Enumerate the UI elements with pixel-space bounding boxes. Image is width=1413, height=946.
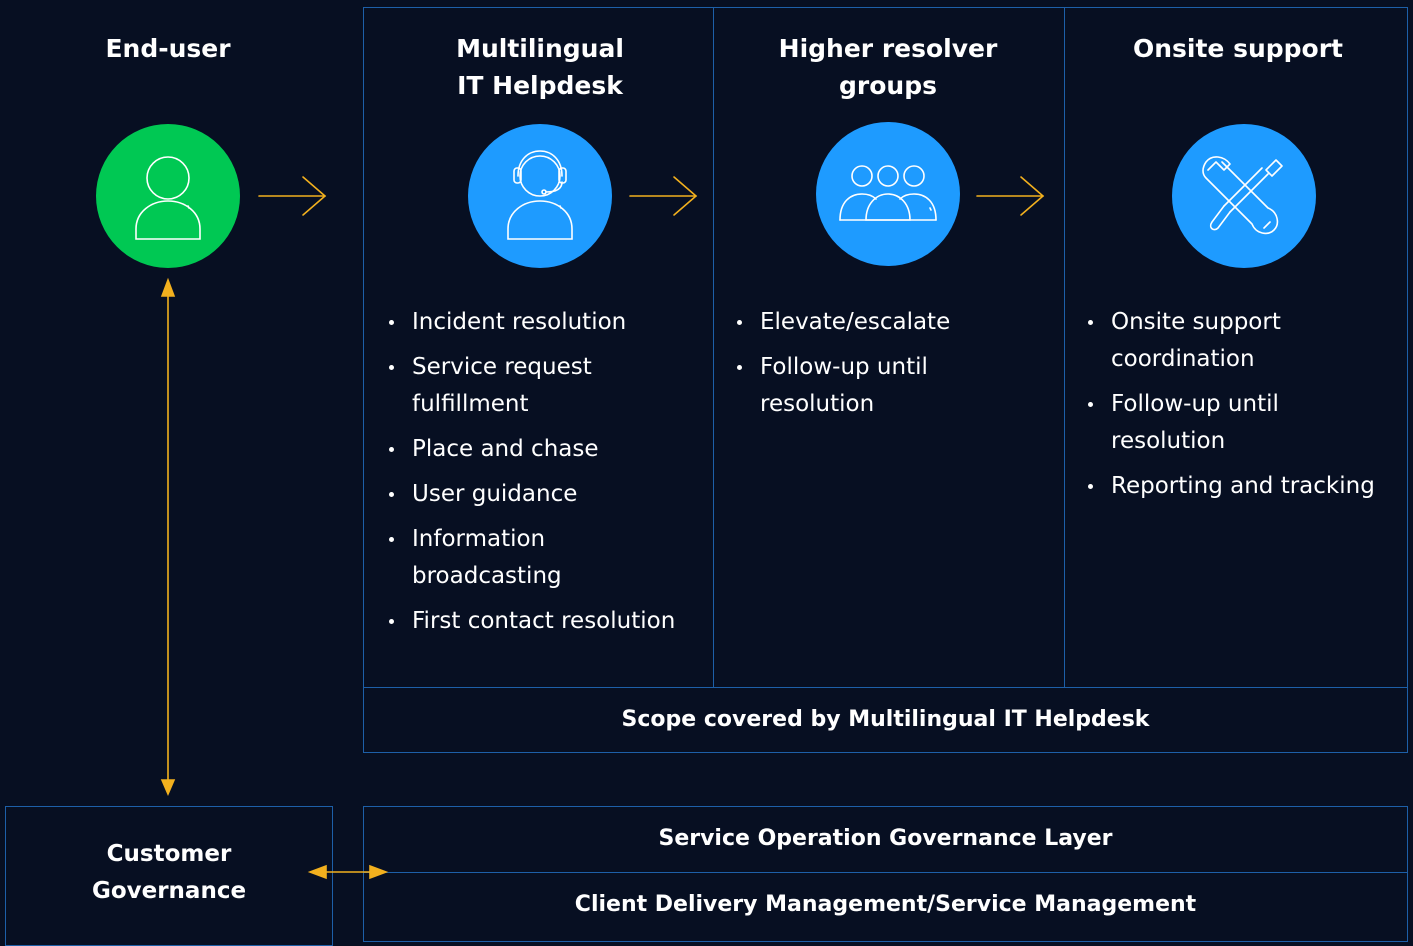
bullet-line: fulfillment <box>412 391 529 417</box>
bullet-line: Elevate/escalate <box>760 309 951 335</box>
bullet-line: Place and chase <box>412 436 599 462</box>
helpdesk-title: Multilingual IT Helpdesk <box>365 30 715 104</box>
list-item: Incident resolution <box>389 304 709 341</box>
list-item: First contact resolution <box>389 603 709 640</box>
list-item: Onsite support coordination <box>1088 304 1406 378</box>
helpdesk-title-line2: IT Helpdesk <box>457 71 623 100</box>
bullet-line: Follow-up until <box>1111 391 1279 417</box>
resolver-title-line2: groups <box>839 71 937 100</box>
user-icon <box>96 124 240 268</box>
onsite-circle <box>1172 124 1316 268</box>
helpdesk-circle <box>468 124 612 268</box>
bullet-line: User guidance <box>412 481 578 507</box>
onsite-title: Onsite support <box>1132 34 1344 63</box>
customer-governance-label: Customer Governance <box>5 836 333 910</box>
bullet-line: Onsite support <box>1111 309 1281 335</box>
service-operation-label: Service Operation Governance Layer <box>658 826 1113 851</box>
arrow-enduser-to-governance <box>160 277 176 797</box>
bullet-line: resolution <box>1111 428 1226 454</box>
bullet-line: Service request <box>412 354 592 380</box>
bullet-line: broadcasting <box>412 563 562 589</box>
list-item: Follow-up until resolution <box>1088 386 1406 460</box>
group-icon <box>816 122 960 266</box>
scope-box <box>363 687 1408 753</box>
resolver-circle <box>816 122 960 266</box>
list-item: Elevate/escalate <box>737 304 1057 341</box>
bullet-line: coordination <box>1111 346 1255 372</box>
client-delivery-label: Client Delivery Management/Service Manag… <box>574 892 1197 917</box>
list-item: Service request fulfillment <box>389 349 709 423</box>
arrow-enduser-to-helpdesk <box>258 176 327 216</box>
tools-icon <box>1172 124 1316 268</box>
helpdesk-title-line1: Multilingual <box>456 34 624 63</box>
headset-user-icon <box>468 124 612 268</box>
list-item: User guidance <box>389 476 709 513</box>
bullet-line: Incident resolution <box>412 309 627 335</box>
bullet-line: Follow-up until <box>760 354 928 380</box>
resolver-title-line1: Higher resolver <box>778 34 998 63</box>
scope-label: Scope covered by Multilingual IT Helpdes… <box>621 707 1150 732</box>
list-item: Reporting and tracking <box>1088 468 1406 505</box>
helpdesk-bullet-list: Incident resolution Service request fulfi… <box>389 304 709 648</box>
enduser-circle <box>96 124 240 268</box>
list-item: Follow-up until resolution <box>737 349 1057 423</box>
enduser-title: End-user <box>105 34 231 63</box>
resolver-title: Higher resolver groups <box>713 30 1063 104</box>
bullet-line: resolution <box>760 391 875 417</box>
customer-governance-line2: Governance <box>91 878 247 904</box>
bullet-line: First contact resolution <box>412 608 676 634</box>
bullet-line: Reporting and tracking <box>1111 473 1375 499</box>
resolver-bullet-list: Elevate/escalate Follow-up until resoluti… <box>737 304 1057 431</box>
list-item: Information broadcasting <box>389 521 709 595</box>
onsite-bullet-list: Onsite support coordination Follow-up unt… <box>1088 304 1406 513</box>
list-item: Place and chase <box>389 431 709 468</box>
bullet-line: Information <box>412 526 546 552</box>
customer-governance-line1: Customer <box>106 841 232 867</box>
